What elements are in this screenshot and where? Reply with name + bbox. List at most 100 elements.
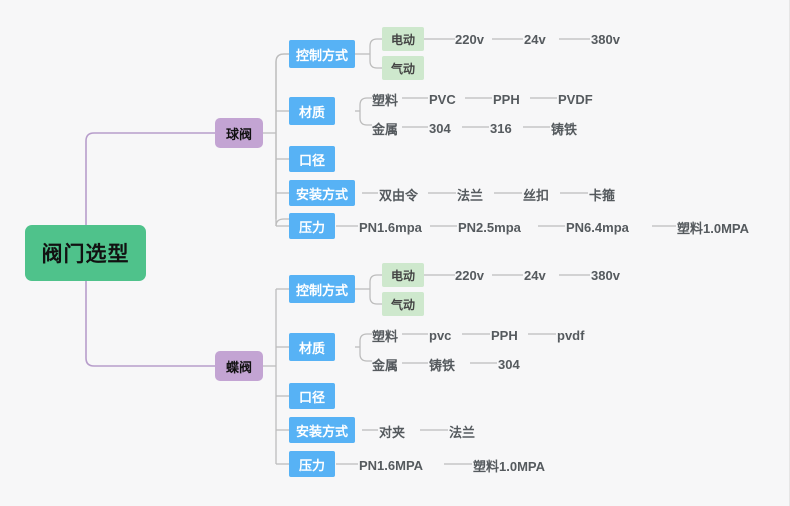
leaf-ballvalve-pn64[interactable]: PN6.4mpa (566, 217, 640, 237)
leaf-ballvalve-316-label: 316 (490, 120, 512, 136)
leaf-ballvalve-pvc[interactable]: PVC (429, 89, 467, 109)
sub-butterflyvalve-electric[interactable]: 电动 (382, 263, 424, 287)
leaf-ballvalve-plastic-label: 塑料 (372, 92, 399, 108)
edge-cz1-fork (359, 97, 372, 126)
category-butterflyvalve-bore[interactable]: 口径 (289, 383, 335, 409)
leaf-ballvalve-220v[interactable]: 220v (455, 29, 495, 49)
leaf-butterflyvalve-metal-label: 金属 (372, 357, 399, 373)
leaf-ballvalve-pph-label: PPH (493, 91, 520, 107)
leaf-ballvalve-flange-label: 法兰 (457, 187, 484, 203)
leaf-butterflyvalve-pvdf[interactable]: pvdf (557, 325, 601, 345)
leaf-ballvalve-pn16[interactable]: PN1.6mpa (359, 217, 433, 237)
leaf-ballvalve-plastic[interactable]: 塑料 (372, 89, 404, 109)
leaf-ballvalve-pvdf-label: PVDF (558, 91, 593, 107)
leaf-butterflyvalve-wafer-label: 对夹 (379, 424, 406, 440)
leaf-ballvalve-pn64-label: PN6.4mpa (566, 219, 629, 235)
leaf-butterflyvalve-pvdf-label: pvdf (557, 327, 585, 343)
category-butterflyvalve-control[interactable]: 控制方式 (289, 275, 355, 303)
leaf-ballvalve-304-label: 304 (429, 120, 451, 136)
leaf-ballvalve-220v-label: 220v (455, 31, 484, 47)
leaf-butterflyvalve-castiron-label: 铸铁 (429, 357, 456, 373)
category-ballvalve-installation-label: 安装方式 (295, 186, 348, 202)
category-butterflyvalve-material-label: 材质 (298, 340, 325, 356)
leaf-ballvalve-union-label: 双由令 (379, 187, 419, 203)
leaf-butterflyvalve-304[interactable]: 304 (498, 354, 530, 374)
sub-butterflyvalve-pneumatic-label: 气动 (390, 297, 415, 312)
leaf-ballvalve-plastic10mpa[interactable]: 塑料1.0MPA (677, 217, 773, 237)
edge-cz2-fork (359, 333, 372, 362)
category-ballvalve-bore[interactable]: 口径 (289, 146, 335, 172)
leaf-ballvalve-pvc-label: PVC (429, 91, 456, 107)
category-butterflyvalve-installation-label: 安装方式 (295, 423, 348, 439)
leaf-ballvalve-24v-label: 24v (524, 31, 546, 47)
sub-ballvalve-pneumatic-label: 气动 (390, 61, 415, 76)
leaf-ballvalve-304[interactable]: 304 (429, 118, 461, 138)
leaf-ballvalve-pvdf[interactable]: PVDF (558, 89, 602, 109)
leaf-butterflyvalve-metal[interactable]: 金属 (372, 354, 404, 374)
leaf-butterflyvalve-castiron[interactable]: 铸铁 (429, 354, 467, 374)
leaf-ballvalve-380v[interactable]: 380v (591, 29, 631, 49)
sub-ballvalve-pneumatic[interactable]: 气动 (382, 56, 424, 80)
edge-ballvalve-to-kzfs (275, 53, 289, 63)
leaf-ballvalve-metal-label: 金属 (372, 121, 399, 137)
edge-ballvalve-trunk (275, 53, 289, 227)
leaf-butterflyvalve-wafer[interactable]: 对夹 (379, 421, 417, 441)
leaf-butterflyvalve-plastic10mpa[interactable]: 塑料1.0MPA (473, 455, 569, 475)
leaf-butterflyvalve-pn16[interactable]: PN1.6MPA (359, 455, 441, 475)
leaf-butterflyvalve-24v[interactable]: 24v (524, 265, 560, 285)
category-butterflyvalve-material[interactable]: 材质 (289, 333, 335, 361)
leaf-butterflyvalve-pph-label: PPH (491, 327, 518, 343)
leaf-butterflyvalve-flange[interactable]: 法兰 (449, 421, 487, 441)
category-ballvalve-material-label: 材质 (298, 104, 325, 120)
category-butterflyvalve-pressure-label: 压力 (298, 457, 325, 473)
category-butterflyvalve-bore-label: 口径 (298, 389, 325, 405)
leaf-ballvalve-plastic10mpa-label: 塑料1.0MPA (677, 220, 749, 236)
leaf-butterflyvalve-plastic-label: 塑料 (372, 328, 399, 344)
leaf-ballvalve-castiron[interactable]: 铸铁 (551, 118, 587, 138)
leaf-butterflyvalve-380v[interactable]: 380v (591, 265, 631, 285)
leaf-ballvalve-pph[interactable]: PPH (493, 89, 531, 109)
category-butterflyvalve-control-label: 控制方式 (295, 282, 348, 298)
branch-node-butterfly-valve-label: 蝶阀 (225, 359, 252, 375)
leaf-butterflyvalve-plastic[interactable]: 塑料 (372, 325, 404, 345)
leaf-ballvalve-clamp[interactable]: 卡箍 (589, 184, 627, 204)
leaf-butterflyvalve-304-label: 304 (498, 356, 520, 372)
category-ballvalve-installation[interactable]: 安装方式 (289, 180, 355, 206)
leaf-butterflyvalve-220v[interactable]: 220v (455, 265, 495, 285)
branch-node-ball-valve[interactable]: 球阀 (215, 118, 263, 148)
sub-ballvalve-electric[interactable]: 电动 (382, 27, 424, 51)
category-ballvalve-control-label: 控制方式 (295, 47, 348, 63)
leaf-butterflyvalve-24v-label: 24v (524, 267, 546, 283)
leaf-ballvalve-castiron-label: 铸铁 (551, 121, 578, 137)
leaf-butterflyvalve-380v-label: 380v (591, 267, 620, 283)
leaf-butterflyvalve-pph[interactable]: PPH (491, 325, 529, 345)
leaf-ballvalve-pn25-label: PN2.5mpa (458, 219, 521, 235)
sub-butterflyvalve-pneumatic[interactable]: 气动 (382, 292, 424, 316)
category-ballvalve-material[interactable]: 材质 (289, 97, 335, 125)
leaf-ballvalve-316[interactable]: 316 (490, 118, 522, 138)
category-ballvalve-pressure-label: 压力 (298, 219, 325, 235)
category-butterflyvalve-pressure[interactable]: 压力 (289, 451, 335, 477)
leaf-ballvalve-pn25[interactable]: PN2.5mpa (458, 217, 532, 237)
category-ballvalve-control[interactable]: 控制方式 (289, 40, 355, 68)
leaf-ballvalve-24v[interactable]: 24v (524, 29, 560, 49)
leaf-ballvalve-metal[interactable]: 金属 (372, 118, 404, 138)
leaf-ballvalve-flange[interactable]: 法兰 (457, 184, 495, 204)
root-node[interactable]: 阀门选型 (25, 225, 146, 281)
leaf-butterflyvalve-pn16-label: PN1.6MPA (359, 457, 424, 473)
leaf-ballvalve-thread[interactable]: 丝扣 (523, 184, 561, 204)
category-butterflyvalve-installation[interactable]: 安装方式 (289, 417, 355, 443)
leaf-ballvalve-pn16-label: PN1.6mpa (359, 219, 422, 235)
edge-kzfs2-fork (369, 274, 382, 305)
leaf-ballvalve-380v-label: 380v (591, 31, 620, 47)
category-ballvalve-bore-label: 口径 (298, 152, 325, 168)
leaf-butterflyvalve-pvc[interactable]: pvc (429, 325, 463, 345)
sub-ballvalve-electric-label: 电动 (390, 32, 415, 47)
leaf-ballvalve-union[interactable]: 双由令 (379, 184, 429, 204)
leaf-butterflyvalve-220v-label: 220v (455, 267, 484, 283)
branch-node-butterfly-valve[interactable]: 蝶阀 (215, 351, 263, 381)
branch-node-ball-valve-label: 球阀 (225, 126, 252, 142)
category-ballvalve-pressure[interactable]: 压力 (289, 213, 335, 239)
leaf-butterflyvalve-plastic10mpa-label: 塑料1.0MPA (473, 458, 545, 474)
